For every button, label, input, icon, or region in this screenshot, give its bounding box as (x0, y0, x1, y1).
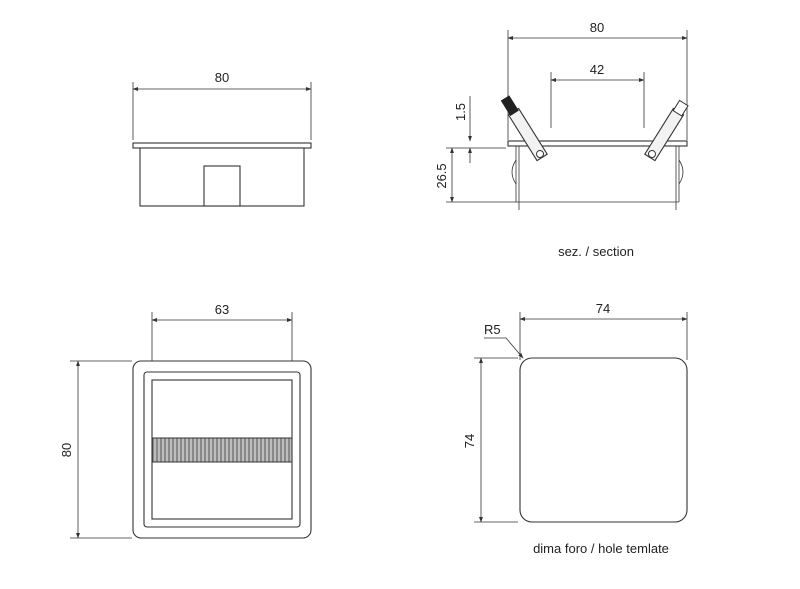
side-view: 80 (132, 70, 312, 207)
template-height-label: 74 (462, 434, 477, 448)
section-outer-width-label: 80 (590, 20, 604, 35)
template-caption: dima foro / hole temlate (533, 541, 669, 556)
side-width-label: 80 (215, 70, 229, 85)
section-view: 80 42 1.5 26.5 (434, 20, 689, 259)
section-inner-width-label: 42 (590, 62, 604, 77)
template-radius-label: R5 (484, 322, 501, 337)
template-width-label: 74 (596, 301, 610, 316)
section-caption: sez. / section (558, 244, 634, 259)
brush-strip (151, 437, 293, 463)
top-view: 63 80 (59, 302, 312, 539)
top-inner-width-label: 63 (215, 302, 229, 317)
cable-slot (203, 165, 241, 207)
clip-spring-left (511, 159, 517, 185)
section-flange (507, 140, 688, 147)
template-view: 74 74 R5 dima foro / hole temlate (462, 301, 688, 556)
clip-spring-right (678, 159, 684, 185)
section-depth-label: 26.5 (434, 163, 449, 188)
hole-outline (519, 357, 688, 523)
radius-leader-line (484, 337, 524, 359)
lid-right (644, 99, 689, 162)
flange (132, 142, 312, 149)
lid-left (500, 95, 548, 162)
top-height-label: 80 (59, 443, 74, 457)
section-lip-height-label: 1.5 (453, 103, 468, 121)
